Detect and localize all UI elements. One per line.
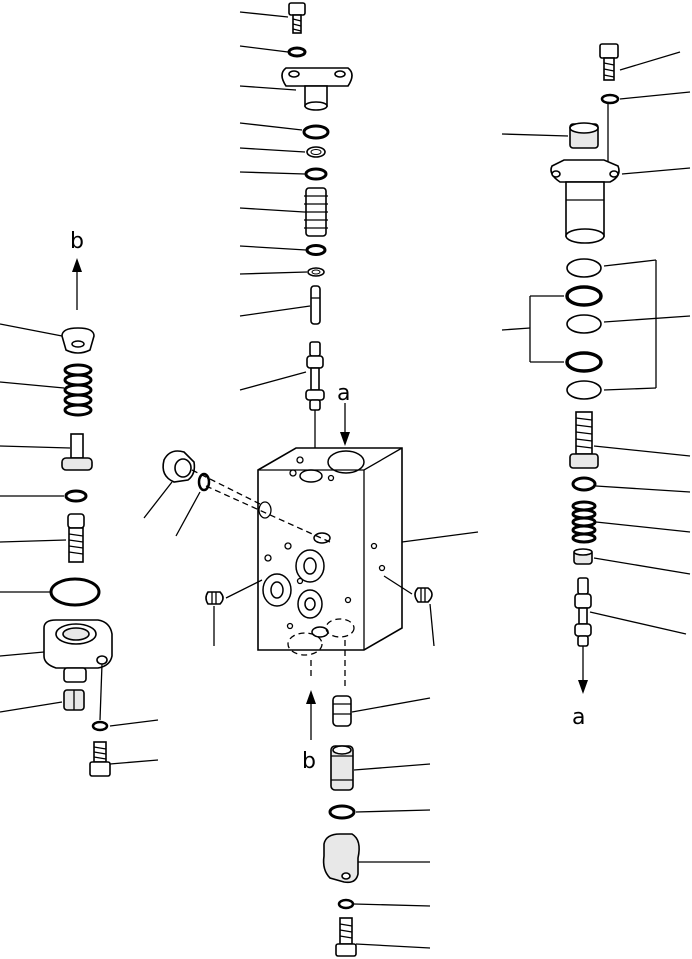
center-backup-ring-1 <box>239 146 326 158</box>
right-o-ring-small <box>571 476 691 493</box>
right-o-ring-2 <box>565 285 603 307</box>
right-bracket <box>501 260 657 388</box>
center-flange-cover <box>239 67 353 111</box>
label-a-block: a <box>337 381 350 406</box>
right-flange-cover <box>550 159 691 244</box>
arrow-a-block: a <box>337 381 350 446</box>
right-spring <box>571 500 691 544</box>
center-lower-washer <box>337 898 431 910</box>
right-o-ring-4 <box>565 351 603 373</box>
valve-block <box>257 447 479 690</box>
center-o-ring-1 <box>239 122 330 140</box>
center-rod <box>239 341 325 468</box>
label-b-top: b <box>70 229 84 254</box>
left-spring <box>0 363 93 417</box>
label-a-right: a <box>572 705 585 730</box>
arrow-b-top: b <box>70 229 84 310</box>
left-stack: b <box>0 229 159 777</box>
right-stack: a <box>501 43 691 730</box>
left-pin <box>0 433 93 471</box>
center-backup-ring-2 <box>239 267 325 277</box>
block-plug-left-small <box>205 579 263 646</box>
right-washer <box>600 91 691 164</box>
center-lower-cover <box>322 833 430 884</box>
center-o-ring-2 <box>239 167 328 181</box>
right-rod: a <box>572 577 687 730</box>
left-flange-housing <box>0 619 113 721</box>
right-threaded-plug <box>569 411 691 469</box>
center-lower-plug <box>330 745 431 791</box>
right-nut <box>501 122 599 149</box>
right-o-ring-3 <box>566 314 691 334</box>
center-bolt-top <box>239 2 306 34</box>
right-o-ring-1 <box>566 258 657 278</box>
center-lower-bolt <box>335 917 431 957</box>
left-o-ring-large <box>0 577 101 607</box>
left-nut <box>0 689 85 713</box>
block-side-plug-left <box>143 450 263 519</box>
center-washer-1 <box>239 45 307 58</box>
right-o-ring-5 <box>566 380 657 400</box>
center-lower-fitting <box>332 695 431 727</box>
arrow-b-bottom: b <box>302 690 316 774</box>
block-plug-right-small <box>383 575 435 647</box>
block-side-o-ring-left <box>175 472 331 543</box>
left-bolt <box>89 741 159 777</box>
center-lower-o-ring <box>328 804 431 820</box>
label-b-bottom: b <box>302 749 316 774</box>
center-valve-spool <box>239 187 328 237</box>
center-stack: a b <box>143 2 479 957</box>
left-washer <box>91 719 159 732</box>
left-spring-seat <box>0 323 95 354</box>
center-o-ring-3 <box>239 244 327 256</box>
right-bolt-top <box>599 43 681 81</box>
left-threaded-plug <box>0 513 85 563</box>
right-seat <box>573 548 691 575</box>
left-o-ring-small <box>0 489 88 503</box>
center-pin <box>239 285 321 325</box>
